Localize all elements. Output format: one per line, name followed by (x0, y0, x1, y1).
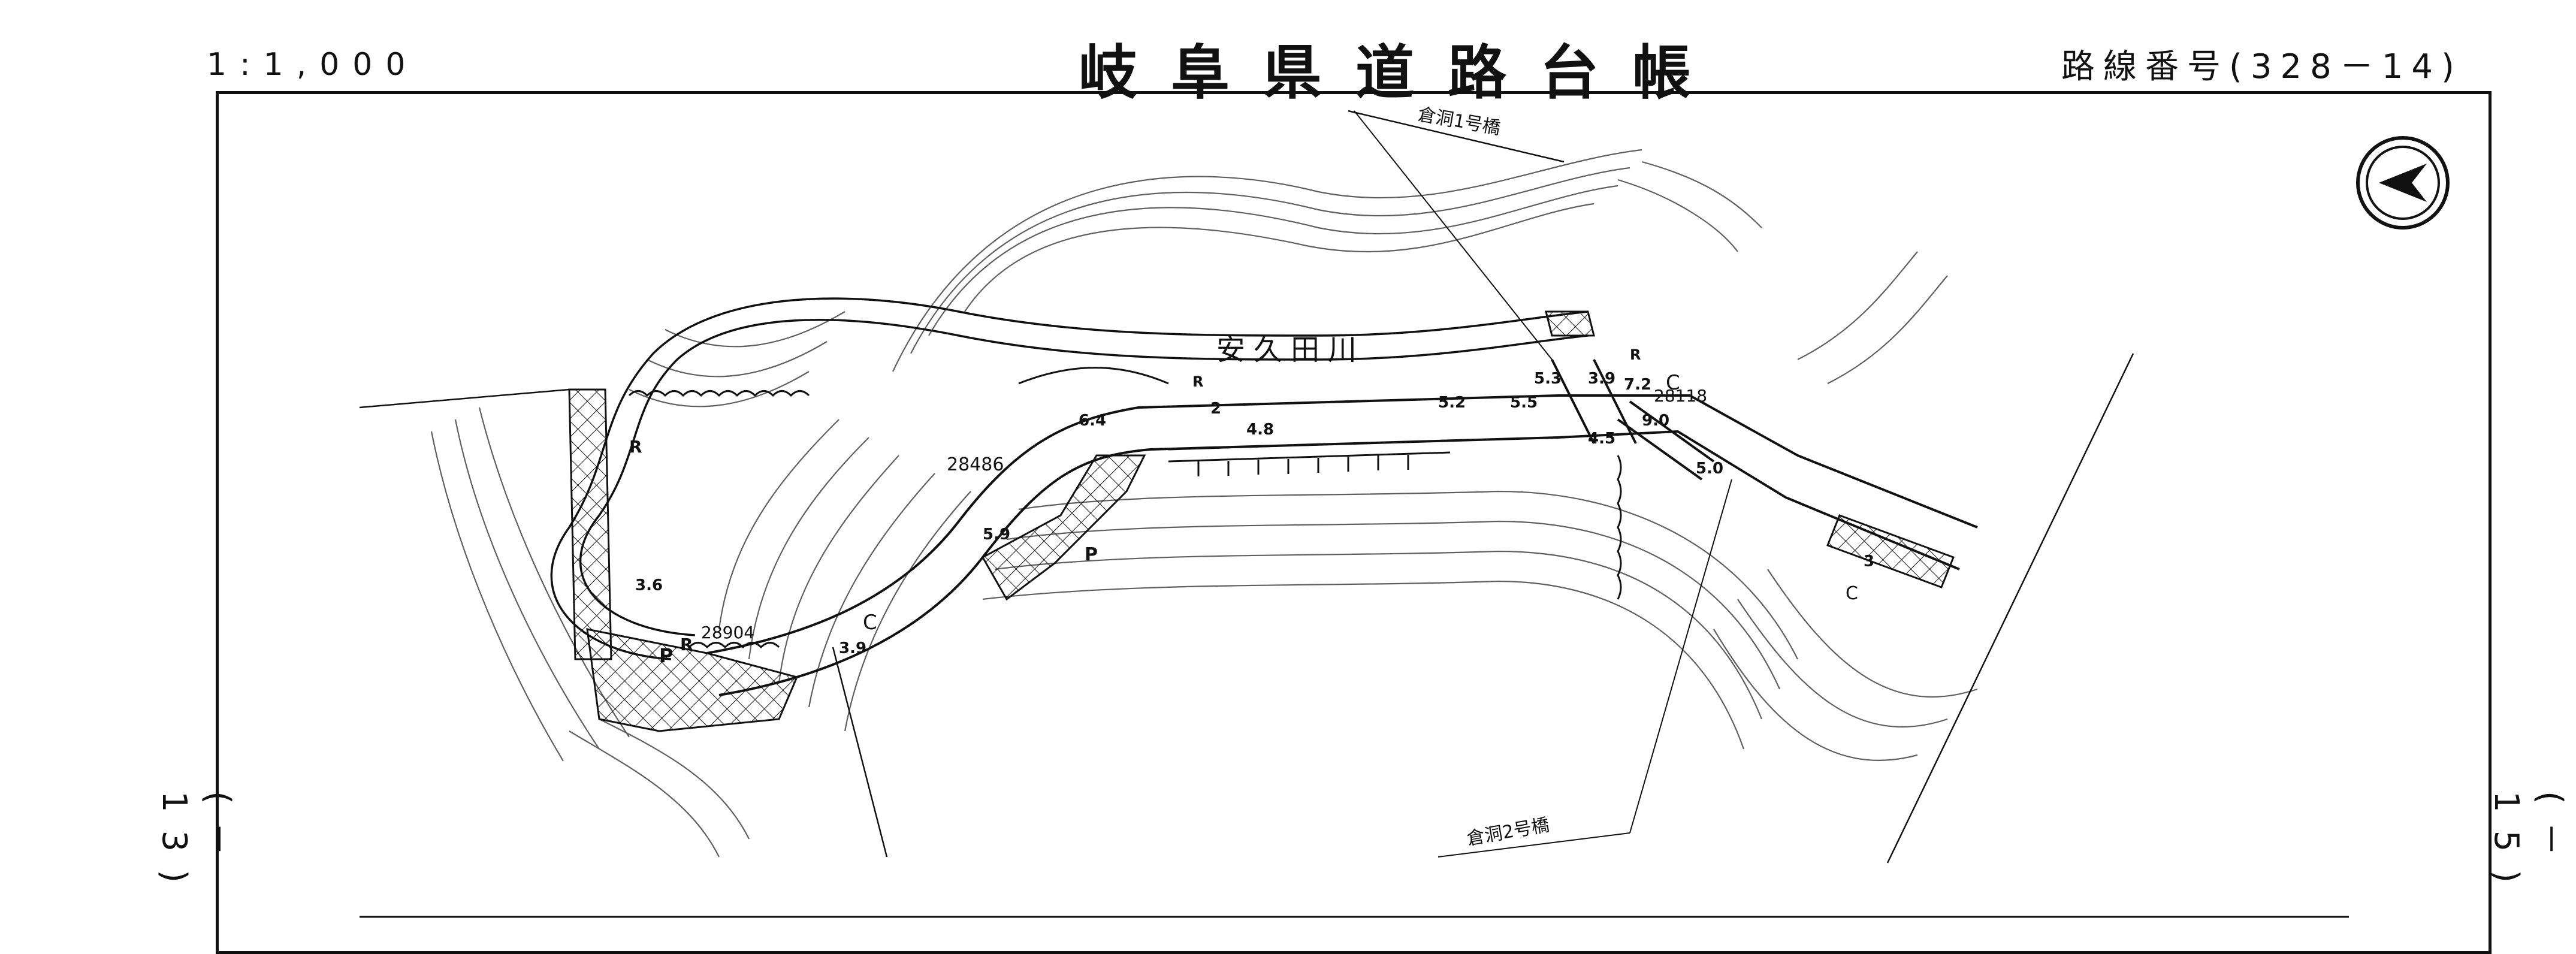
width-label: 4.8 (1246, 421, 1274, 439)
north-arrow-icon (2356, 136, 2450, 230)
width-label: 2 (1210, 400, 1221, 418)
page-title: 岐阜県道路台帳 (1079, 39, 1725, 107)
route-number: 路線番号(328－14) (2061, 47, 2463, 86)
symbol-label: R (1192, 373, 1203, 390)
station-label: 28486 (947, 454, 1004, 475)
symbol-label: P (659, 644, 673, 667)
symbol-label: R (629, 437, 642, 457)
width-label: 7.2 (1624, 376, 1651, 394)
symbol-label: P (1085, 544, 1098, 565)
width-label: 5.5 (1510, 394, 1538, 412)
hatched-areas (568, 310, 1955, 732)
symbol-label: R (680, 635, 693, 654)
symbol-label: R (1630, 346, 1641, 363)
width-label: 3.6 (635, 576, 663, 594)
map-scale: 1:1,000 (207, 47, 419, 83)
symbol-label: C (1666, 371, 1680, 395)
contour-lines (430, 149, 1978, 858)
width-label: 5.3 (1534, 370, 1562, 388)
station-label: 28118 (1654, 386, 1707, 406)
bridge-label-1: 倉洞1号橋 (1417, 104, 1502, 139)
station-label: 28904 (701, 623, 754, 642)
bridge-1 (1354, 110, 1637, 444)
vegetation-line (628, 390, 1622, 649)
width-label: 4.5 (1588, 430, 1615, 448)
width-label: 3.9 (839, 639, 866, 657)
river-label: 安久田川 (1216, 333, 1365, 367)
river-bend (550, 297, 1589, 660)
width-label: 5.9 (983, 526, 1010, 544)
width-label: 6.4 (1079, 412, 1106, 430)
boundary-lines (359, 110, 2134, 864)
adjacent-sheet-next: (－15) (2487, 791, 2569, 901)
symbol-label: C (863, 611, 877, 635)
width-label: 5.2 (1438, 394, 1466, 412)
symbol-label: C (1846, 583, 1858, 604)
width-label: 3 (1864, 553, 1874, 570)
road (706, 367, 1978, 696)
guardrail (1168, 439, 1451, 476)
width-label: 3.9 (1588, 370, 1615, 388)
width-label: 9.0 (1642, 412, 1669, 430)
bridge-2 (1438, 400, 1732, 858)
width-label: 5.0 (1696, 460, 1723, 478)
